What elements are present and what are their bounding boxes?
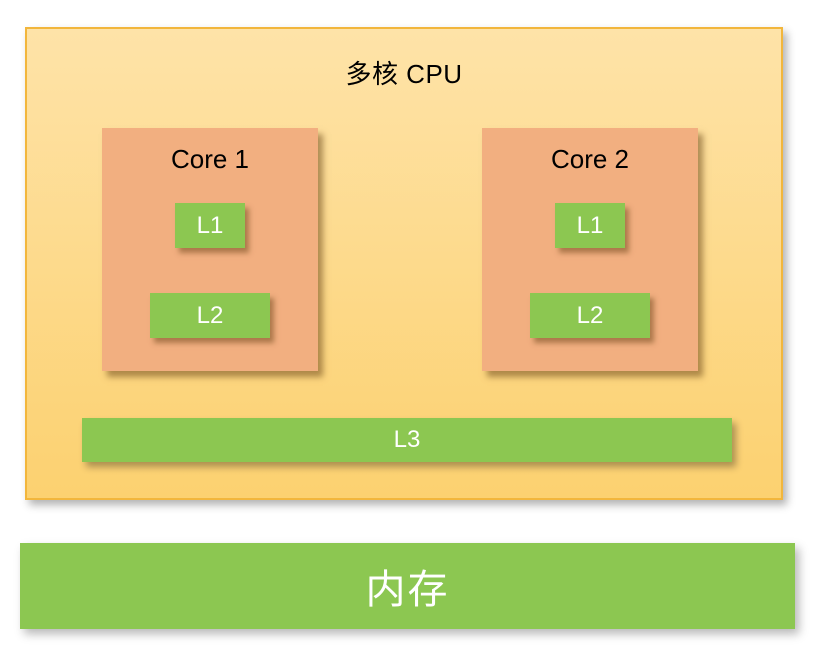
cpu-title: 多核 CPU [345, 59, 463, 89]
core-2-l1-cache: L1 [555, 203, 625, 248]
core-1-l1-cache: L1 [175, 203, 245, 248]
core-1-title: Core 1 [170, 144, 250, 174]
memory-block: 内存 [20, 543, 795, 629]
l3-shared-cache: L3 [82, 418, 732, 462]
core-1: Core 1 L1 L2 [102, 128, 318, 371]
core-2-title: Core 2 [550, 144, 630, 174]
cpu-package: 多核 CPU Core 1 L1 L2 Core 2 L1 L2 L3 [25, 27, 783, 500]
core-2-l2-cache: L2 [530, 293, 650, 338]
core-1-l2-cache: L2 [150, 293, 270, 338]
core-2: Core 2 L1 L2 [482, 128, 698, 371]
